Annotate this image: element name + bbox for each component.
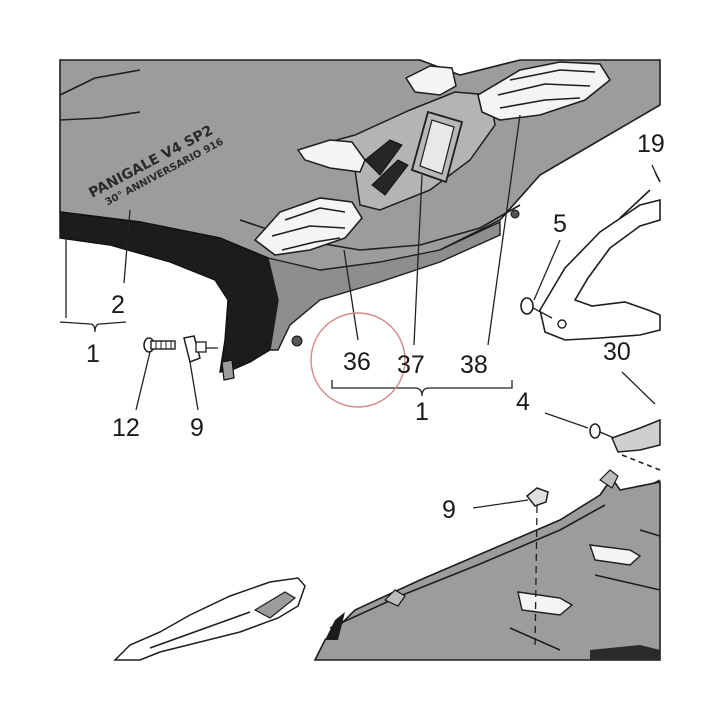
lower-left-bracket — [113, 577, 306, 661]
washer-4-axis — [599, 431, 615, 439]
callout-37: 37 — [397, 351, 425, 379]
grommet-5-axis — [532, 307, 553, 319]
lower-tab — [384, 589, 406, 607]
leader-38 — [487, 114, 521, 346]
leader-37 — [413, 174, 423, 346]
vent-frame-37-inner — [419, 119, 455, 175]
leader-4 — [544, 412, 589, 429]
leader-12 — [135, 351, 151, 411]
lower-left-bracket-line — [149, 611, 251, 649]
air-scoop-left — [296, 139, 366, 173]
bracket-1-left — [59, 321, 127, 333]
bracket-1-center — [331, 380, 513, 397]
support-rod-30 — [610, 418, 661, 453]
clip-9-lower — [525, 487, 549, 507]
bracket-hole — [557, 319, 567, 329]
stripe-vent-38-slots — [497, 69, 596, 109]
air-scoop-top — [404, 65, 457, 96]
highlight-circle — [310, 312, 406, 408]
lower-fairing-rim — [329, 504, 606, 629]
lower-tab — [599, 469, 619, 489]
callout-1-left: 1 — [86, 340, 100, 368]
leader-30 — [621, 371, 656, 405]
leader-19 — [651, 164, 659, 179]
callout-5: 5 — [553, 210, 567, 238]
washer-4 — [589, 423, 601, 439]
leader-9-left — [189, 361, 199, 411]
callout-19: 19 — [637, 130, 665, 158]
grommet-5 — [520, 297, 534, 315]
leader-36 — [343, 249, 359, 341]
lower-dark-strip — [590, 645, 660, 660]
mounting-bracket — [539, 198, 661, 341]
callout-36: 36 — [343, 348, 371, 376]
leader-5 — [533, 239, 561, 301]
callout-1-center: 1 — [415, 398, 429, 426]
lower-dark-edge — [325, 612, 345, 640]
callout-9-lower: 9 — [442, 496, 456, 524]
lower-left-bracket-insert — [253, 591, 297, 619]
side-vent-slats — [364, 139, 409, 196]
rod-center-line — [621, 454, 661, 471]
leader-2 — [123, 209, 131, 284]
lower-vent-slot — [517, 591, 574, 616]
callout-12: 12 — [112, 414, 140, 442]
callout-4: 4 — [516, 388, 530, 416]
callout-2: 2 — [111, 291, 125, 319]
mount-hole — [291, 335, 303, 347]
callout-30: 30 — [603, 338, 631, 366]
clip-9-axis — [534, 505, 538, 651]
callout-38: 38 — [460, 351, 488, 379]
lower-vent-slot — [588, 544, 642, 566]
screw-12 — [143, 337, 176, 353]
leader-9-lower — [472, 499, 529, 509]
mount-hole — [510, 209, 520, 219]
stripe-vent-36-slots — [271, 207, 346, 251]
fairing-lower-lip — [267, 220, 501, 351]
callout-9-left: 9 — [190, 414, 204, 442]
fairing-top-contour — [59, 69, 141, 121]
fairing-tab — [221, 359, 235, 381]
clip-9-left — [183, 335, 207, 364]
